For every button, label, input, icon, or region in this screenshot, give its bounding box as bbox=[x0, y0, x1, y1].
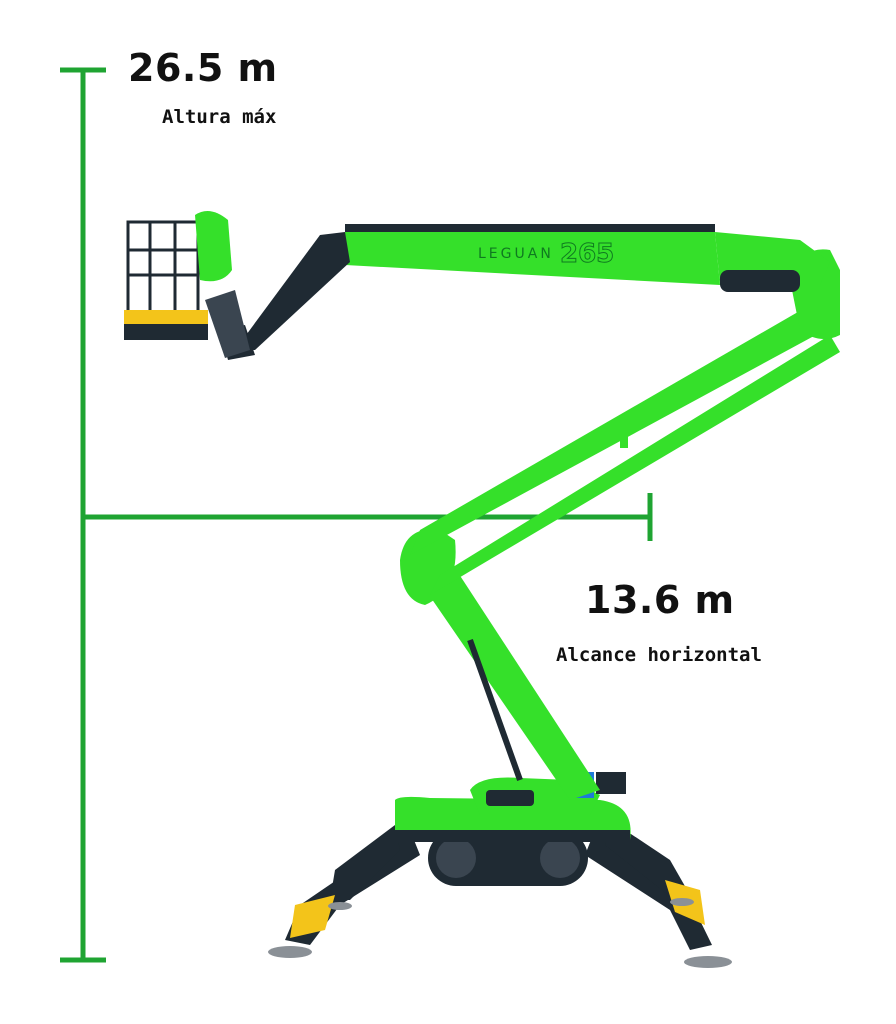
max-height-label: Altura máx bbox=[162, 106, 277, 128]
telescopic-boom: LEGUAN 265 bbox=[345, 224, 830, 292]
jib-arm bbox=[205, 232, 350, 360]
horizontal-reach-label: Alcance horizontal bbox=[556, 644, 762, 666]
max-height-value: 26.5 m bbox=[128, 46, 278, 90]
work-basket bbox=[124, 211, 232, 340]
upper-boom bbox=[410, 305, 840, 595]
lower-boom bbox=[405, 545, 600, 800]
horizontal-reach-value: 13.6 m bbox=[585, 578, 735, 622]
boom-brand-text: LEGUAN bbox=[478, 246, 554, 262]
boom-model-text: 265 bbox=[560, 239, 614, 269]
